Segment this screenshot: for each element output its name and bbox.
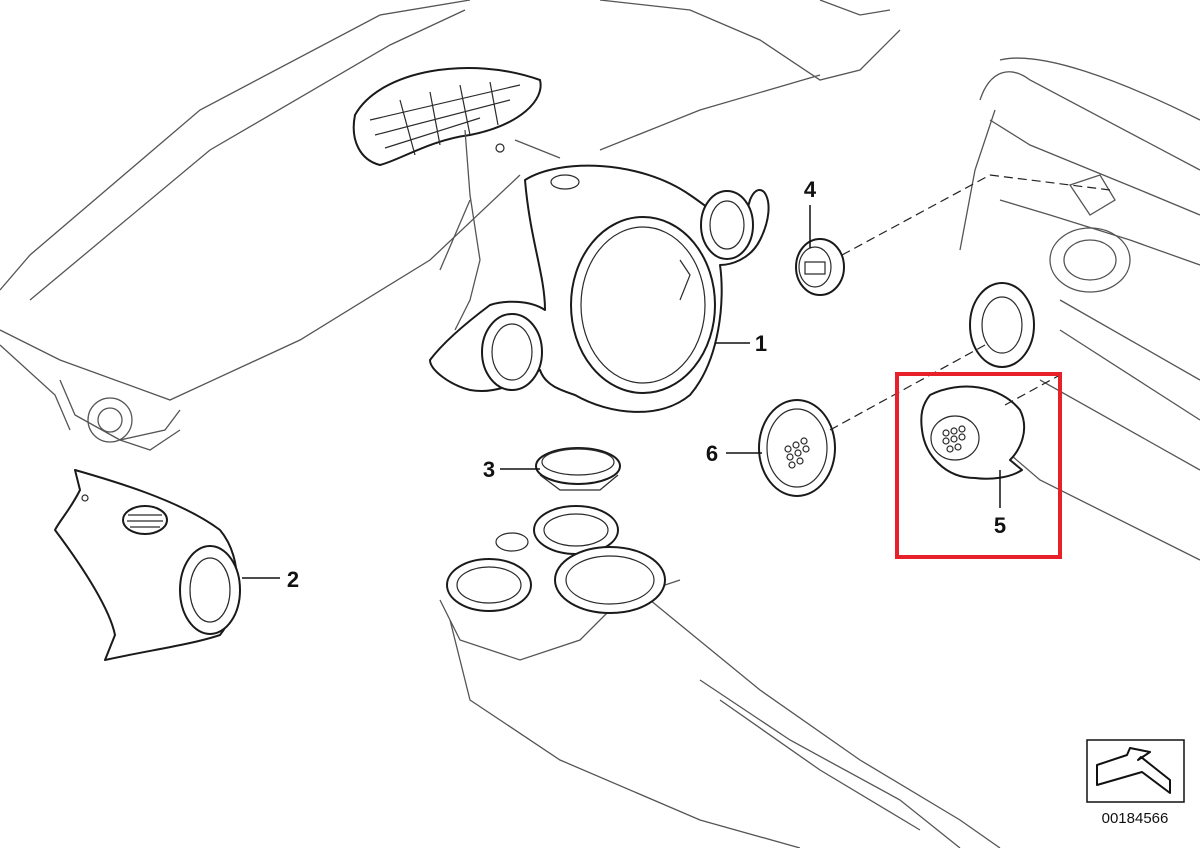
highlight-frame <box>895 372 1062 559</box>
callout-part-1: 1 <box>755 331 767 356</box>
callout-part-6: 6 <box>706 441 718 466</box>
dashboard-panel <box>0 0 901 451</box>
diagram-id-label: 00184566 <box>1102 810 1169 827</box>
part-4-small-knob <box>795 238 845 296</box>
center-console-frame <box>439 129 561 331</box>
callout-part-5: 5 <box>994 513 1006 538</box>
callout-part-2: 2 <box>287 567 299 592</box>
assembly-lines <box>829 174 1111 431</box>
part-6-grille-dots <box>784 437 810 469</box>
center-vent-grille <box>352 66 542 166</box>
door-panel <box>959 57 1200 561</box>
part-1-gauge-surround <box>429 164 770 413</box>
part-5-speaker-cover <box>920 385 1026 480</box>
part-3-ring <box>535 447 621 491</box>
part-5-grille-dots <box>942 425 966 453</box>
part-2-side-trim-panel <box>54 469 241 661</box>
leader-lines <box>242 205 1001 579</box>
callout-part-3: 3 <box>483 457 495 482</box>
part-6-round-cover <box>758 399 836 497</box>
floor-console <box>439 505 1001 848</box>
orientation-arrow-icon <box>1086 739 1185 803</box>
callout-part-4: 4 <box>804 177 817 202</box>
